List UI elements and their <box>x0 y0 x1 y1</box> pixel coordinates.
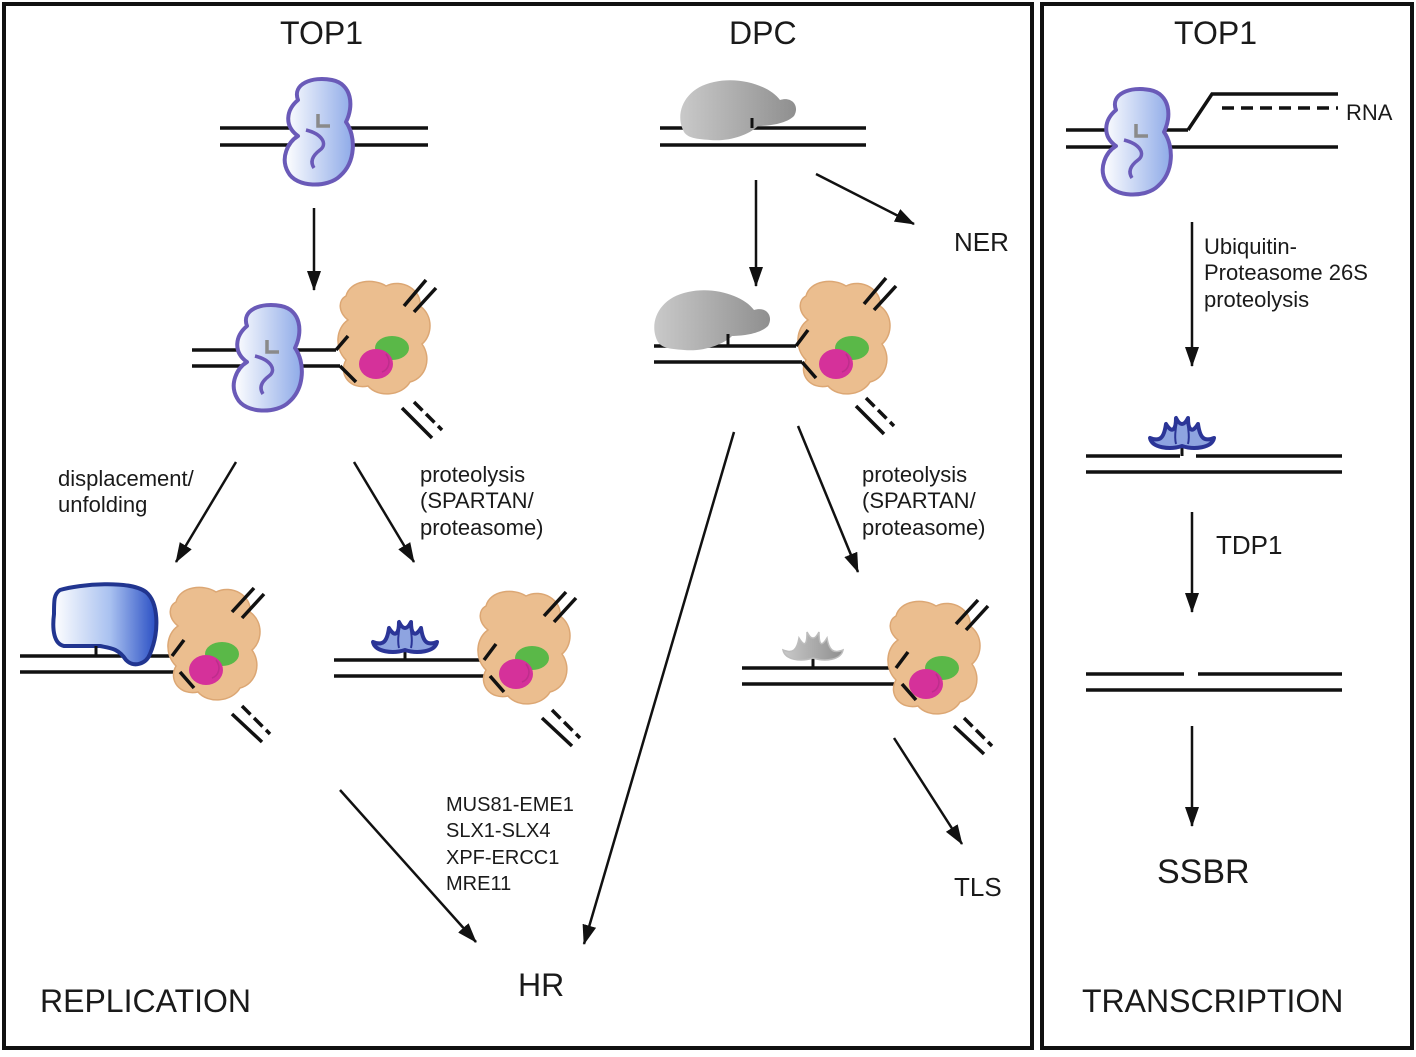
arrow-proteolysis-left <box>352 461 416 563</box>
top1-rna-complex <box>1066 86 1338 197</box>
hr-label: HR <box>518 967 565 1003</box>
top1-dna-complex <box>220 76 428 187</box>
nicked-dna <box>1086 672 1342 692</box>
proteolysis-label-right: proteolysis (SPARTAN/ proteasome) <box>862 462 986 540</box>
arrow-displacement <box>174 461 238 563</box>
dpc-replisome-collision <box>654 276 898 436</box>
replication-label: REPLICATION <box>40 983 251 1019</box>
peptide-replisome-left <box>334 590 582 748</box>
dpc-title: DPC <box>729 15 797 51</box>
proteolysis-label-left: proteolysis (SPARTAN/ proteasome) <box>420 462 544 540</box>
ubiquitin-label: Ubiquitin- Proteasome 26S proteolysis <box>1204 234 1368 312</box>
nucleases-label: MUS81-EME1 SLX1-SLX4 XPF-ERCC1 MRE11 <box>446 794 574 896</box>
displacement-label: displacement/ unfolding <box>58 466 194 518</box>
top1-title-transcription: TOP1 <box>1174 15 1257 51</box>
transcription-label: TRANSCRIPTION <box>1082 983 1344 1019</box>
transcription-panel-frame <box>1040 2 1414 1050</box>
ssbr-label: SSBR <box>1157 853 1250 891</box>
arrow-dpc-to-hr <box>582 431 736 945</box>
tdp1-label: TDP1 <box>1216 530 1283 560</box>
peptide-ssb-dna <box>1086 416 1342 474</box>
arrow-to-tls <box>892 737 964 845</box>
arrow-proteolysis-right <box>796 425 860 573</box>
tls-label: TLS <box>954 872 1002 902</box>
unfolded-top1-complex <box>20 582 272 744</box>
peptide-replisome-right <box>742 598 994 756</box>
arrow-to-ner <box>815 172 915 226</box>
rna-label: RNA <box>1346 100 1393 125</box>
arrow-to-hr-left <box>339 789 477 943</box>
replication-panel-frame <box>2 2 1034 1050</box>
top1-title-replication: TOP1 <box>280 15 363 51</box>
ner-label: NER <box>954 227 1009 257</box>
dpc-dna-complex <box>660 80 866 147</box>
top1-replisome-collision <box>192 278 444 440</box>
